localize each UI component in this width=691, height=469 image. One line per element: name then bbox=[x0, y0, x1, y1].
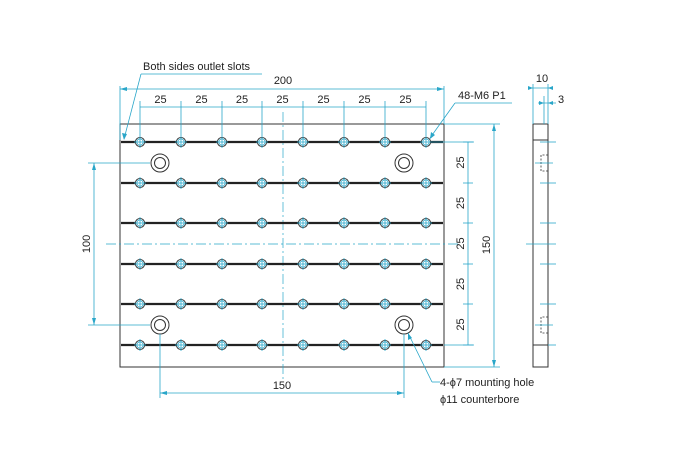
threaded-hole bbox=[420, 217, 432, 229]
threaded-hole bbox=[379, 217, 391, 229]
threaded-hole bbox=[175, 217, 187, 229]
threaded-hole bbox=[420, 339, 432, 351]
threaded-hole bbox=[420, 258, 432, 270]
threaded-hole bbox=[256, 339, 268, 351]
threaded-hole bbox=[256, 217, 268, 229]
threaded-hole bbox=[216, 339, 228, 351]
threaded-hole bbox=[216, 217, 228, 229]
threaded-hole bbox=[216, 177, 228, 189]
note-mount-line1: 4-ϕ7 mounting hole bbox=[440, 377, 534, 389]
threaded-hole bbox=[379, 298, 391, 310]
slots bbox=[121, 140, 443, 347]
pitch-y-dimensions: 25 25 25 25 25 bbox=[455, 141, 473, 346]
dim-mount-spacing-x: 150 bbox=[273, 380, 291, 392]
mounting-hole bbox=[394, 315, 414, 335]
mounting-holes bbox=[150, 153, 414, 335]
dim-pitch-y: 25 bbox=[455, 278, 467, 290]
dim-pitch-x: 25 bbox=[358, 94, 370, 106]
note-slots: Both sides outlet slots bbox=[143, 61, 251, 73]
leader-mount bbox=[407, 332, 433, 383]
threaded-hole bbox=[256, 298, 268, 310]
threaded-hole bbox=[297, 136, 309, 148]
threaded-hole bbox=[297, 298, 309, 310]
dim-pitch-y: 25 bbox=[455, 237, 467, 249]
threaded-hole bbox=[256, 177, 268, 189]
threaded-hole bbox=[175, 258, 187, 270]
dim-pitch-y: 25 bbox=[455, 318, 467, 330]
threaded-hole bbox=[216, 298, 228, 310]
threaded-hole bbox=[134, 136, 146, 148]
pitch-x-dimensions: 25 25 25 25 25 25 25 bbox=[139, 94, 427, 136]
threaded-hole bbox=[338, 258, 350, 270]
side-outline bbox=[532, 123, 549, 368]
dim-side-thickness: 10 bbox=[536, 73, 548, 85]
side-view bbox=[526, 123, 556, 368]
dim-pitch-x: 25 bbox=[154, 94, 166, 106]
threaded-hole bbox=[175, 339, 187, 351]
plate-outline bbox=[119, 123, 445, 368]
threaded-hole bbox=[134, 217, 146, 229]
threaded-hole bbox=[420, 136, 432, 148]
note-thread: 48-M6 P1 bbox=[458, 90, 506, 102]
threaded-hole bbox=[256, 136, 268, 148]
dim-pitch-y: 25 bbox=[455, 197, 467, 209]
threaded-hole bbox=[420, 298, 432, 310]
dim-pitch-x: 25 bbox=[399, 94, 411, 106]
dim-side-slot-depth: 3 bbox=[558, 94, 564, 106]
threaded-hole bbox=[134, 298, 146, 310]
threaded-hole bbox=[175, 177, 187, 189]
threaded-hole bbox=[134, 339, 146, 351]
threaded-hole bbox=[297, 177, 309, 189]
dim-overall-height: 150 bbox=[481, 236, 493, 254]
mounting-hole bbox=[394, 153, 414, 173]
threaded-hole bbox=[297, 258, 309, 270]
threaded-hole bbox=[297, 217, 309, 229]
threaded-hole bbox=[216, 136, 228, 148]
threaded-hole bbox=[379, 339, 391, 351]
threaded-hole bbox=[379, 136, 391, 148]
threaded-hole bbox=[338, 177, 350, 189]
threaded-hole bbox=[379, 258, 391, 270]
dim-mount-spacing-y: 100 bbox=[81, 235, 93, 253]
mounting-hole bbox=[150, 153, 170, 173]
threaded-hole bbox=[420, 177, 432, 189]
dim-overall-width: 200 bbox=[274, 75, 292, 87]
dim-pitch-x: 25 bbox=[276, 94, 288, 106]
threaded-hole bbox=[338, 217, 350, 229]
threaded-hole bbox=[134, 177, 146, 189]
threaded-hole bbox=[175, 136, 187, 148]
threaded-hole bbox=[297, 339, 309, 351]
leader-thread-diag bbox=[429, 102, 456, 139]
threaded-hole bbox=[216, 258, 228, 270]
mounting-hole bbox=[150, 315, 170, 335]
threaded-hole bbox=[338, 136, 350, 148]
dim-pitch-y: 25 bbox=[455, 156, 467, 168]
note-mount-line2: ϕ11 counterbore bbox=[440, 394, 519, 406]
threaded-hole bbox=[379, 177, 391, 189]
threaded-holes bbox=[134, 136, 432, 351]
threaded-hole bbox=[338, 298, 350, 310]
dim-pitch-x: 25 bbox=[236, 94, 248, 106]
dim-pitch-x: 25 bbox=[195, 94, 207, 106]
threaded-hole bbox=[256, 258, 268, 270]
threaded-hole bbox=[175, 298, 187, 310]
leader-slots-diag bbox=[123, 73, 142, 140]
threaded-hole bbox=[338, 339, 350, 351]
threaded-hole bbox=[134, 258, 146, 270]
dim-pitch-x: 25 bbox=[317, 94, 329, 106]
